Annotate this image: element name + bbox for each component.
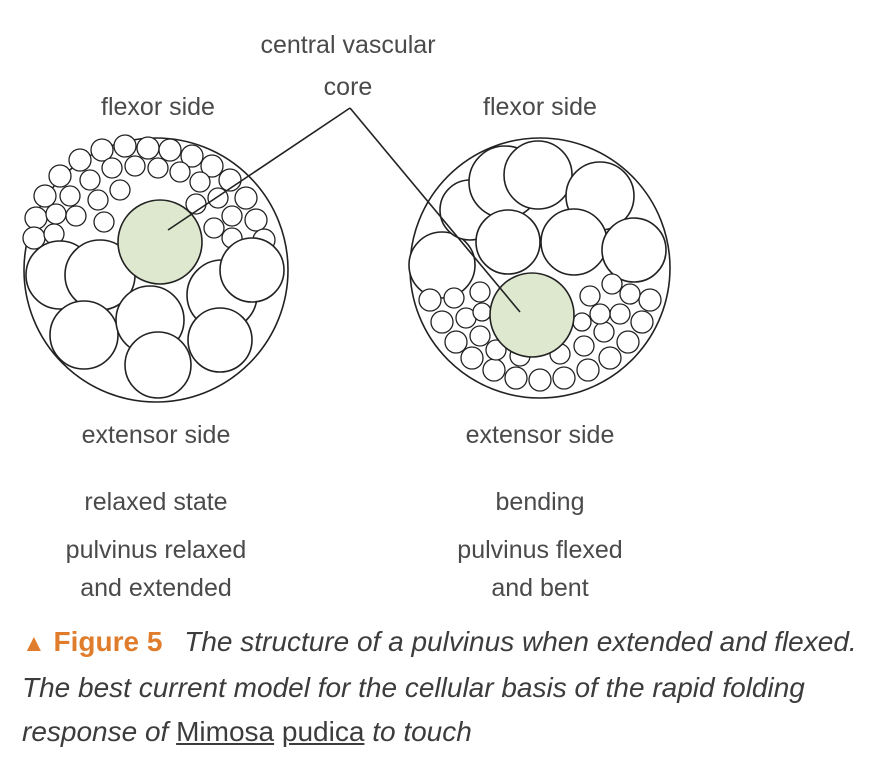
figure-caption: ▲ Figure 5 The structure of a pulvinus w…	[22, 620, 872, 754]
caption-genus: Mimosa	[176, 716, 275, 747]
triangle-marker-icon: ▲	[22, 630, 46, 657]
left-desc-line2: and extended	[80, 574, 232, 602]
left-extensor-label: extensor side	[81, 421, 231, 449]
figure-number: Figure 5	[53, 626, 163, 657]
relaxed-vascular-core	[117, 199, 203, 285]
right-flexor-label: flexor side	[483, 93, 597, 121]
left-state-label: relaxed state	[84, 488, 228, 516]
bent-small-cells	[418, 273, 662, 392]
relaxed-pulvinus	[22, 134, 289, 403]
caption-text-end: to touch	[364, 716, 472, 747]
right-state-label: bending	[495, 488, 585, 516]
central-core-label-line2: core	[323, 73, 373, 101]
central-core-label: central vascular	[260, 31, 436, 59]
bent-pulvinus	[408, 137, 671, 399]
core-leader-lines	[167, 107, 521, 313]
right-desc-line1: pulvinus flexed	[457, 536, 623, 564]
right-desc-line2: and bent	[491, 574, 589, 602]
relaxed-large-cells	[25, 237, 285, 399]
left-flexor-label: flexor side	[101, 93, 215, 121]
bent-vascular-core	[489, 272, 575, 358]
caption-species: pudica	[281, 716, 365, 747]
caption-text: The structure of a pulvinus when extende…	[22, 626, 857, 747]
left-desc-line1: pulvinus relaxed	[65, 536, 247, 564]
relaxed-small-cells	[22, 134, 276, 252]
bent-large-cells	[408, 140, 667, 299]
right-extensor-label: extensor side	[465, 421, 615, 449]
pulvinus-diagram	[22, 107, 671, 403]
